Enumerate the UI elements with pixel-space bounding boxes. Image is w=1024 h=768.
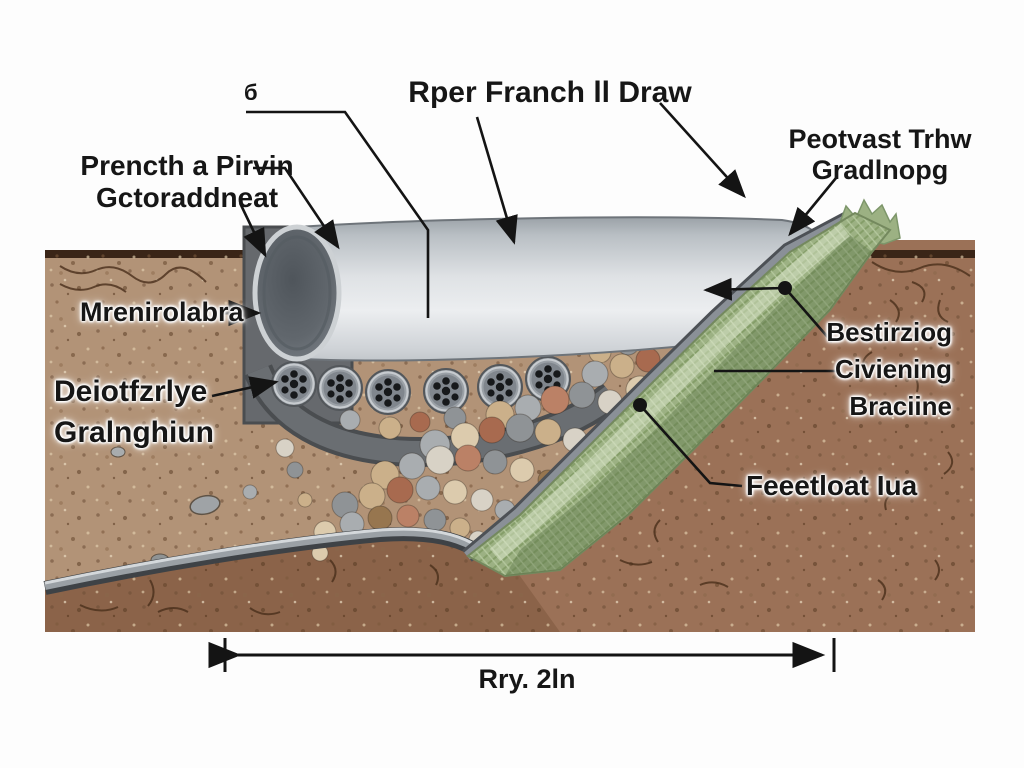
label-left-lower: Deiotfzrlye Gralnghiun bbox=[54, 375, 214, 449]
soil-cracks bbox=[59, 261, 971, 616]
dimension-line bbox=[208, 638, 836, 672]
label-top-small: б bbox=[244, 80, 258, 105]
label-right-mid: Bestirziog Civiening Braciine bbox=[826, 317, 952, 421]
label-top-title: Rper Franch ll Draw bbox=[408, 76, 692, 109]
label-left-top: Prencth a Pirvin Gctoraddneat bbox=[80, 150, 294, 214]
pipe-opening bbox=[252, 224, 342, 362]
label-left-mid: Mrenirolabra bbox=[80, 297, 244, 327]
landscape-fabric bbox=[462, 198, 901, 578]
leader-lines bbox=[211, 102, 840, 488]
drain-pipe bbox=[252, 216, 824, 362]
membrane-liner bbox=[43, 527, 476, 595]
label-right-top: Peotvast Trhw Gradlnopg bbox=[788, 124, 972, 186]
label-dimension: Rry. 2ln bbox=[478, 664, 576, 694]
label-right-lower: Feeetloat Iua bbox=[746, 470, 918, 501]
